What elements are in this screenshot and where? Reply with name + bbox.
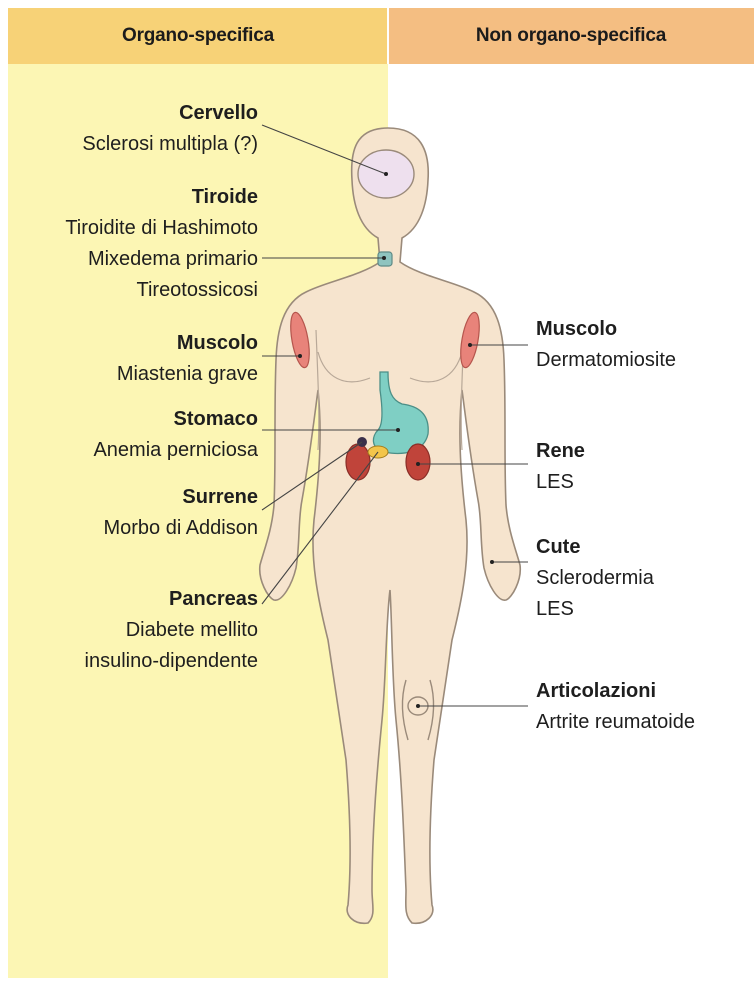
label-muscolo-right-title: Muscolo <box>536 314 676 345</box>
label-surrene-line: Morbo di Addison <box>103 513 258 544</box>
label-pancreas: Pancreas Diabete mellito insulino-dipend… <box>85 584 258 677</box>
label-cute: Cute Sclerodermia LES <box>536 532 654 625</box>
label-tiroide: Tiroide Tiroidite di Hashimoto Mixedema … <box>65 182 258 306</box>
label-articolazioni: Articolazioni Artrite reumatoide <box>536 676 695 738</box>
label-rene-title: Rene <box>536 436 585 467</box>
label-tiroide-line-2: Mixedema primario <box>65 244 258 275</box>
label-muscolo-left-line: Miastenia grave <box>117 359 258 390</box>
label-muscolo-right: Muscolo Dermatomiosite <box>536 314 676 376</box>
label-tiroide-line-1: Tiroidite di Hashimoto <box>65 213 258 244</box>
label-rene-line: LES <box>536 467 585 498</box>
label-pancreas-line-2: insulino-dipendente <box>85 646 258 677</box>
label-cervello: Cervello Sclerosi multipla (?) <box>82 98 258 160</box>
label-stomaco: Stomaco Anemia perniciosa <box>93 404 258 466</box>
label-stomaco-title: Stomaco <box>93 404 258 435</box>
label-surrene-title: Surrene <box>103 482 258 513</box>
label-surrene: Surrene Morbo di Addison <box>103 482 258 544</box>
label-cervello-title: Cervello <box>82 98 258 129</box>
kidney-left <box>346 444 370 480</box>
label-stomaco-line: Anemia perniciosa <box>93 435 258 466</box>
label-tiroide-line-3: Tireotossicosi <box>65 275 258 306</box>
label-rene: Rene LES <box>536 436 585 498</box>
label-muscolo-left-title: Muscolo <box>117 328 258 359</box>
label-pancreas-title: Pancreas <box>85 584 258 615</box>
label-cute-line-2: LES <box>536 594 654 625</box>
body-silhouette <box>260 128 521 923</box>
label-cute-line-1: Sclerodermia <box>536 563 654 594</box>
label-muscolo-right-line: Dermatomiosite <box>536 345 676 376</box>
label-cute-title: Cute <box>536 532 654 563</box>
label-pancreas-line-1: Diabete mellito <box>85 615 258 646</box>
label-muscolo-left: Muscolo Miastenia grave <box>117 328 258 390</box>
label-cervello-line: Sclerosi multipla (?) <box>82 129 258 160</box>
label-tiroide-title: Tiroide <box>65 182 258 213</box>
label-articolazioni-line: Artrite reumatoide <box>536 707 695 738</box>
label-articolazioni-title: Articolazioni <box>536 676 695 707</box>
